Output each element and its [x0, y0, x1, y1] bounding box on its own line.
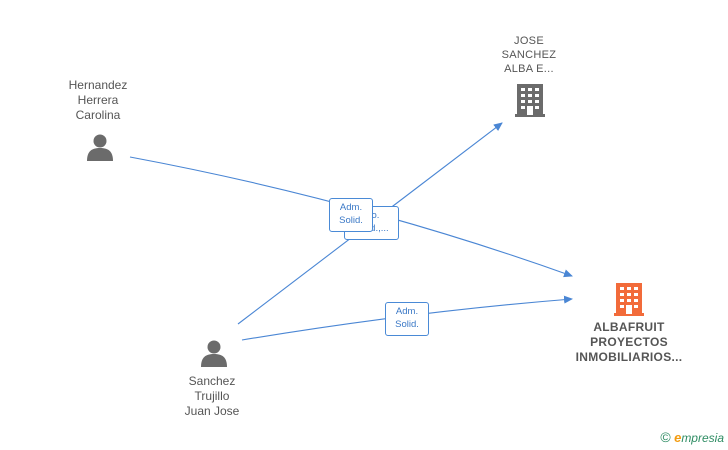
label-line: SANCHEZ — [501, 49, 557, 61]
label-line: ALBA E... — [504, 63, 554, 75]
copyright-symbol: © — [660, 429, 671, 445]
label-line: PROYECTOS — [590, 335, 668, 349]
label-line: Juan Jose — [184, 404, 240, 418]
empresia-watermark: © empresia — [660, 429, 724, 445]
label-line: Hernandez — [68, 78, 128, 92]
label-line: Carolina — [75, 108, 121, 122]
company-label-jose-sanchez[interactable]: JOSE SANCHEZ ALBA E... — [479, 34, 579, 76]
brand-initial: e — [674, 430, 682, 445]
building-icon[interactable] — [614, 283, 644, 316]
edge-label-front[interactable]: Adm. Solid. — [329, 198, 373, 232]
edge-label-line: Adm. — [395, 306, 419, 317]
label-line: INMOBILIARIOS... — [575, 350, 683, 364]
edge-label-line: Adm. — [339, 202, 363, 213]
person-icon[interactable] — [87, 134, 113, 162]
label-line: ALBAFRUIT — [593, 320, 665, 334]
person-label-hernandez[interactable]: Hernandez Herrera Carolina — [48, 78, 148, 123]
label-line: Herrera — [77, 93, 119, 107]
label-line: Trujillo — [194, 389, 230, 403]
company-label-albafruit[interactable]: ALBAFRUIT PROYECTOS INMOBILIARIOS... — [571, 320, 687, 365]
edge-label-line: Solid. — [339, 215, 363, 226]
person-label-sanchez[interactable]: Sanchez Trujillo Juan Jose — [162, 374, 262, 419]
brand-name: mpresia — [681, 431, 724, 445]
person-icon[interactable] — [201, 340, 227, 368]
building-icon[interactable] — [515, 84, 545, 117]
edge-label-bottom[interactable]: Adm. Solid. — [385, 302, 429, 336]
edge-label-line: Solid. — [395, 319, 419, 330]
label-line: JOSE — [514, 35, 544, 47]
label-line: Sanchez — [188, 374, 236, 388]
